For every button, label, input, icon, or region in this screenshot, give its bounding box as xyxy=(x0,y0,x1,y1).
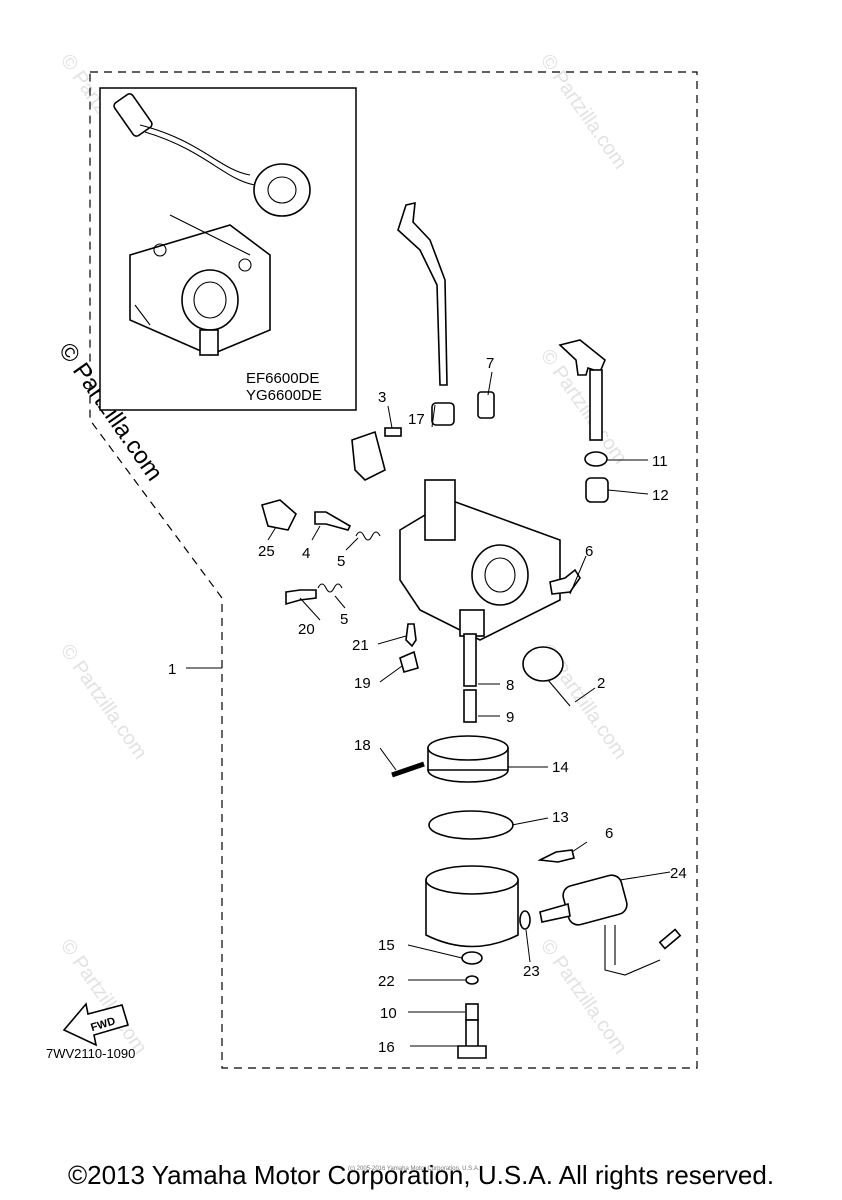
callout-15: 15 xyxy=(378,937,395,954)
callout-5b: 5 xyxy=(340,611,348,628)
assembly-boundary xyxy=(89,71,698,1069)
callout-25: 25 xyxy=(258,543,275,560)
watermark-text: © Partzilla.com xyxy=(536,50,631,173)
watermark-text: © Partzilla.com xyxy=(56,935,151,1058)
callout-24: 24 xyxy=(670,865,687,882)
callout-13: 13 xyxy=(552,809,569,826)
throttle-shaft xyxy=(558,339,606,441)
fuel-cut-solenoid xyxy=(539,874,682,976)
carburetor-body xyxy=(399,479,561,641)
screw xyxy=(477,391,495,419)
callout-17: 17 xyxy=(408,411,425,428)
copyright-notice: ©2013 Yamaha Motor Corporation, U.S.A. A… xyxy=(67,1160,775,1190)
callout-1: 1 xyxy=(168,661,176,678)
callout-4: 4 xyxy=(302,545,310,562)
spring xyxy=(317,583,343,593)
washer xyxy=(584,451,608,467)
screw xyxy=(537,849,575,863)
inset-model-2: YG6600DE xyxy=(246,387,322,404)
float-bowl xyxy=(425,865,519,948)
fine-print: (c) 2005-2016 Yamaha Motor Corporation, … xyxy=(348,1166,480,1172)
gasket xyxy=(428,810,514,840)
o-ring xyxy=(465,975,479,985)
jet xyxy=(465,1003,479,1021)
main-nozzle xyxy=(463,633,477,687)
callout-6b: 6 xyxy=(605,825,613,842)
collar xyxy=(585,477,609,503)
inset-model-1: EF6600DE xyxy=(246,370,319,387)
watermark-text: © Partzilla.com xyxy=(56,640,151,763)
callout-2: 2 xyxy=(597,675,605,692)
main-jet xyxy=(463,689,477,723)
callout-23: 23 xyxy=(523,963,540,980)
callout-3: 3 xyxy=(378,389,386,406)
float-needle xyxy=(405,623,417,648)
callout-21: 21 xyxy=(352,637,369,654)
watermark-text: © Partzilla.com xyxy=(536,935,631,1058)
callout-7: 7 xyxy=(486,355,494,372)
float-pin xyxy=(391,761,425,778)
callout-14: 14 xyxy=(552,759,569,776)
callout-10: 10 xyxy=(380,1005,397,1022)
cover xyxy=(522,646,564,682)
leader-lines xyxy=(186,371,671,1047)
screw xyxy=(314,511,352,531)
callout-12: 12 xyxy=(652,487,669,504)
float xyxy=(427,735,509,783)
inset-carburetor-drawing xyxy=(113,93,311,356)
cap xyxy=(261,499,297,531)
diagram-code: 7WV2110-1090 xyxy=(46,1046,136,1061)
plug xyxy=(431,402,455,426)
callout-22: 22 xyxy=(378,973,395,990)
callout-9: 9 xyxy=(506,709,514,726)
drain-bolt xyxy=(457,1019,487,1059)
callout-11: 11 xyxy=(652,453,668,470)
spring xyxy=(355,531,381,541)
screw xyxy=(384,427,402,437)
callout-8: 8 xyxy=(506,677,514,694)
callout-5a: 5 xyxy=(337,553,345,570)
callout-6a: 6 xyxy=(585,543,593,560)
gasket xyxy=(461,951,483,965)
callout-19: 19 xyxy=(354,675,371,692)
callout-16: 16 xyxy=(378,1039,395,1056)
screw xyxy=(285,589,317,606)
o-ring xyxy=(519,910,531,930)
plate xyxy=(351,430,386,481)
callout-18: 18 xyxy=(354,737,371,754)
clip xyxy=(399,650,419,673)
callouts: 1 2 3 4 5 5 6 6 7 8 9 10 11 12 13 14 15 … xyxy=(168,355,687,1056)
callout-20: 20 xyxy=(298,621,315,638)
choke-lever xyxy=(397,201,448,386)
fwd-arrow-icon: FWD xyxy=(62,1002,129,1047)
